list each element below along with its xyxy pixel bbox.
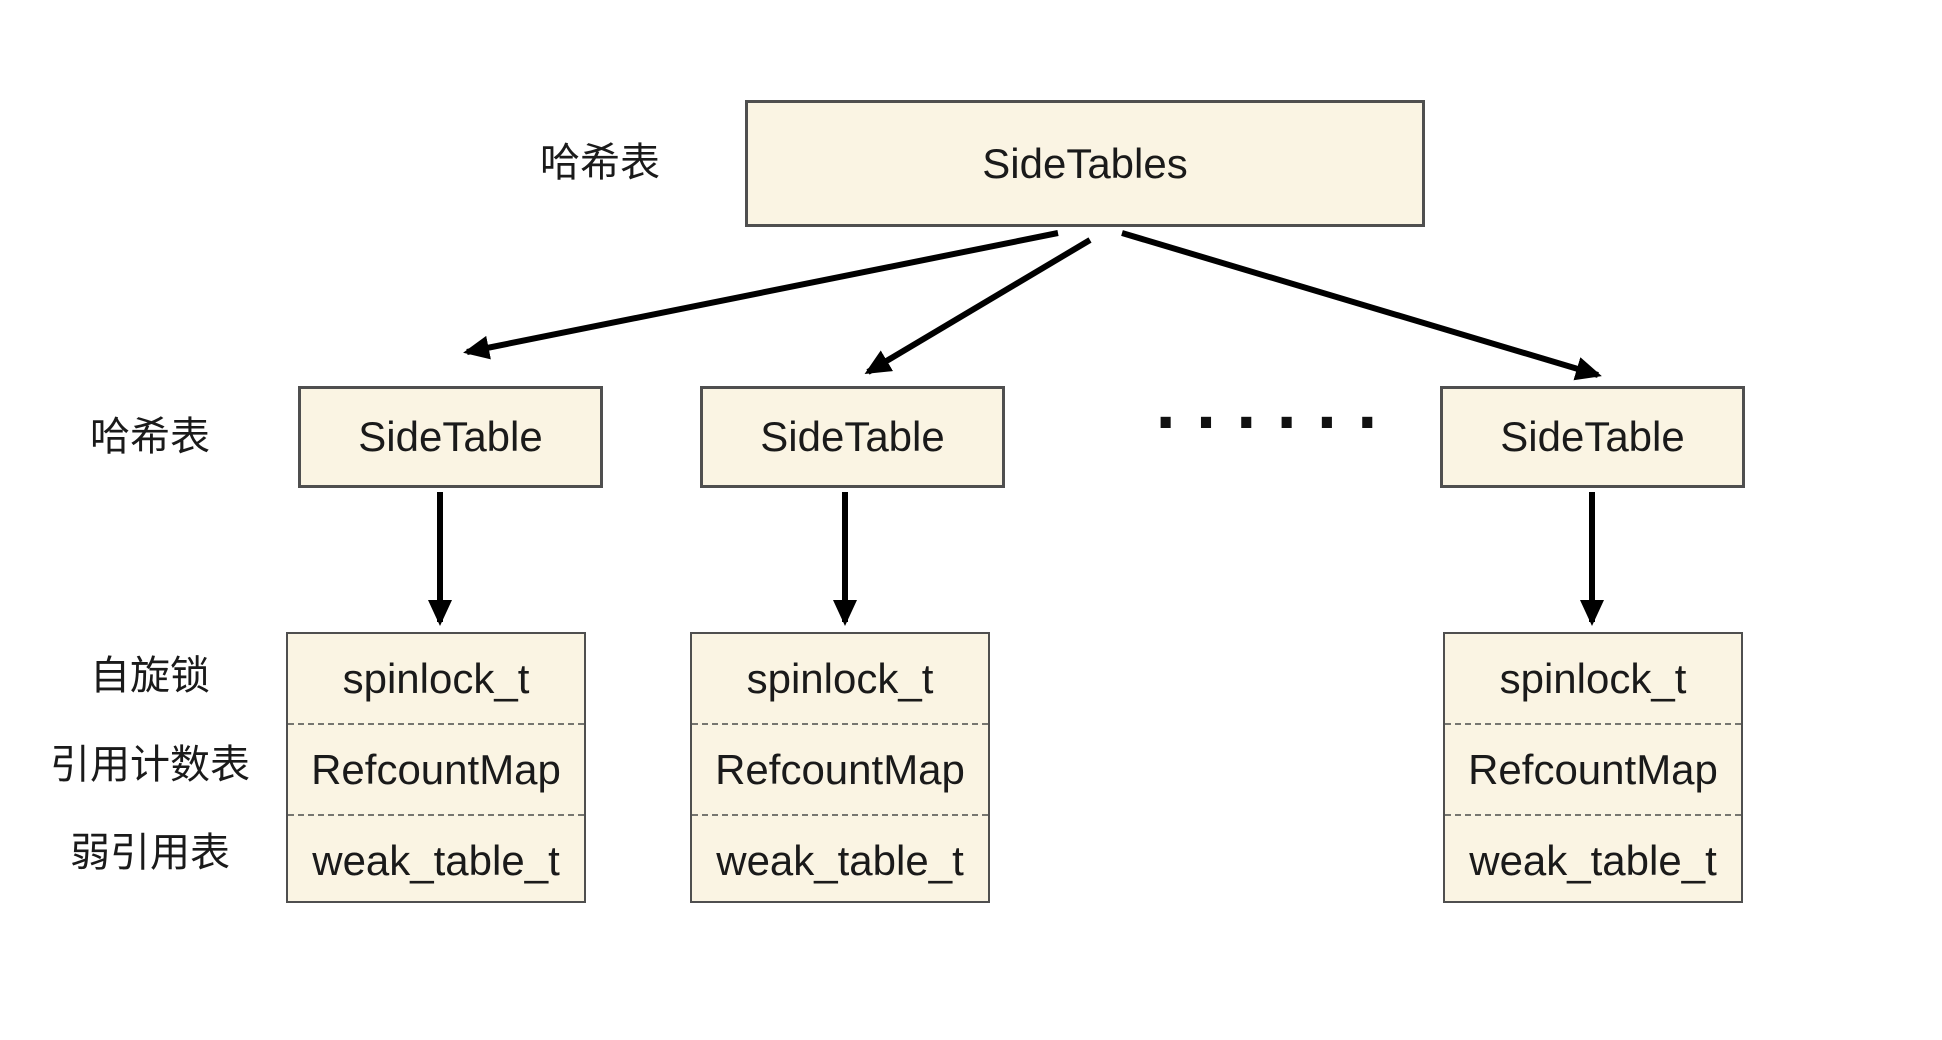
struct-3-row-refcount: RefcountMap (1445, 723, 1741, 814)
sidetable-box-1-label: SideTable (358, 413, 543, 460)
struct-box-3: spinlock_t RefcountMap weak_table_t (1443, 632, 1743, 903)
sidetable-box-2: SideTable (700, 386, 1005, 488)
sidetable-box-3: SideTable (1440, 386, 1745, 488)
arrow-sidetables-to-sidetable-1 (463, 230, 1059, 360)
sidetables-box: SideTables (745, 100, 1425, 227)
label-hash-table-row: 哈希表 (90, 415, 210, 459)
sidetable-box-1: SideTable (298, 386, 603, 488)
struct-box-1: spinlock_t RefcountMap weak_table_t (286, 632, 586, 903)
struct-box-2: spinlock_t RefcountMap weak_table_t (690, 632, 990, 903)
struct-2-row-refcount: RefcountMap (692, 723, 988, 814)
struct-2-row-spinlock: spinlock_t (746, 654, 934, 702)
struct-3-row-weak: weak_table_t (1445, 814, 1741, 905)
label-spinlock: 自旋锁 (90, 654, 210, 698)
arrow-sidetables-to-sidetable-3 (1121, 230, 1602, 381)
label-refcount-map: 引用计数表 (50, 743, 250, 787)
label-hash-table-top: 哈希表 (540, 141, 660, 185)
ellipsis-dots: ...... (1147, 370, 1389, 443)
struct-3-row-spinlock: spinlock_t (1499, 654, 1687, 702)
struct-1-row-spinlock: spinlock_t (342, 654, 530, 702)
sidetables-box-label: SideTables (982, 139, 1188, 187)
sidetable-box-3-label: SideTable (1500, 413, 1685, 460)
label-weak-table: 弱引用表 (70, 831, 230, 875)
arrow-sidetables-to-sidetable-2 (864, 237, 1092, 375)
struct-1-row-refcount: RefcountMap (288, 723, 584, 814)
struct-2-row-weak: weak_table_t (692, 814, 988, 905)
struct-1-row-weak: weak_table_t (288, 814, 584, 905)
sidetable-box-2-label: SideTable (760, 413, 945, 460)
